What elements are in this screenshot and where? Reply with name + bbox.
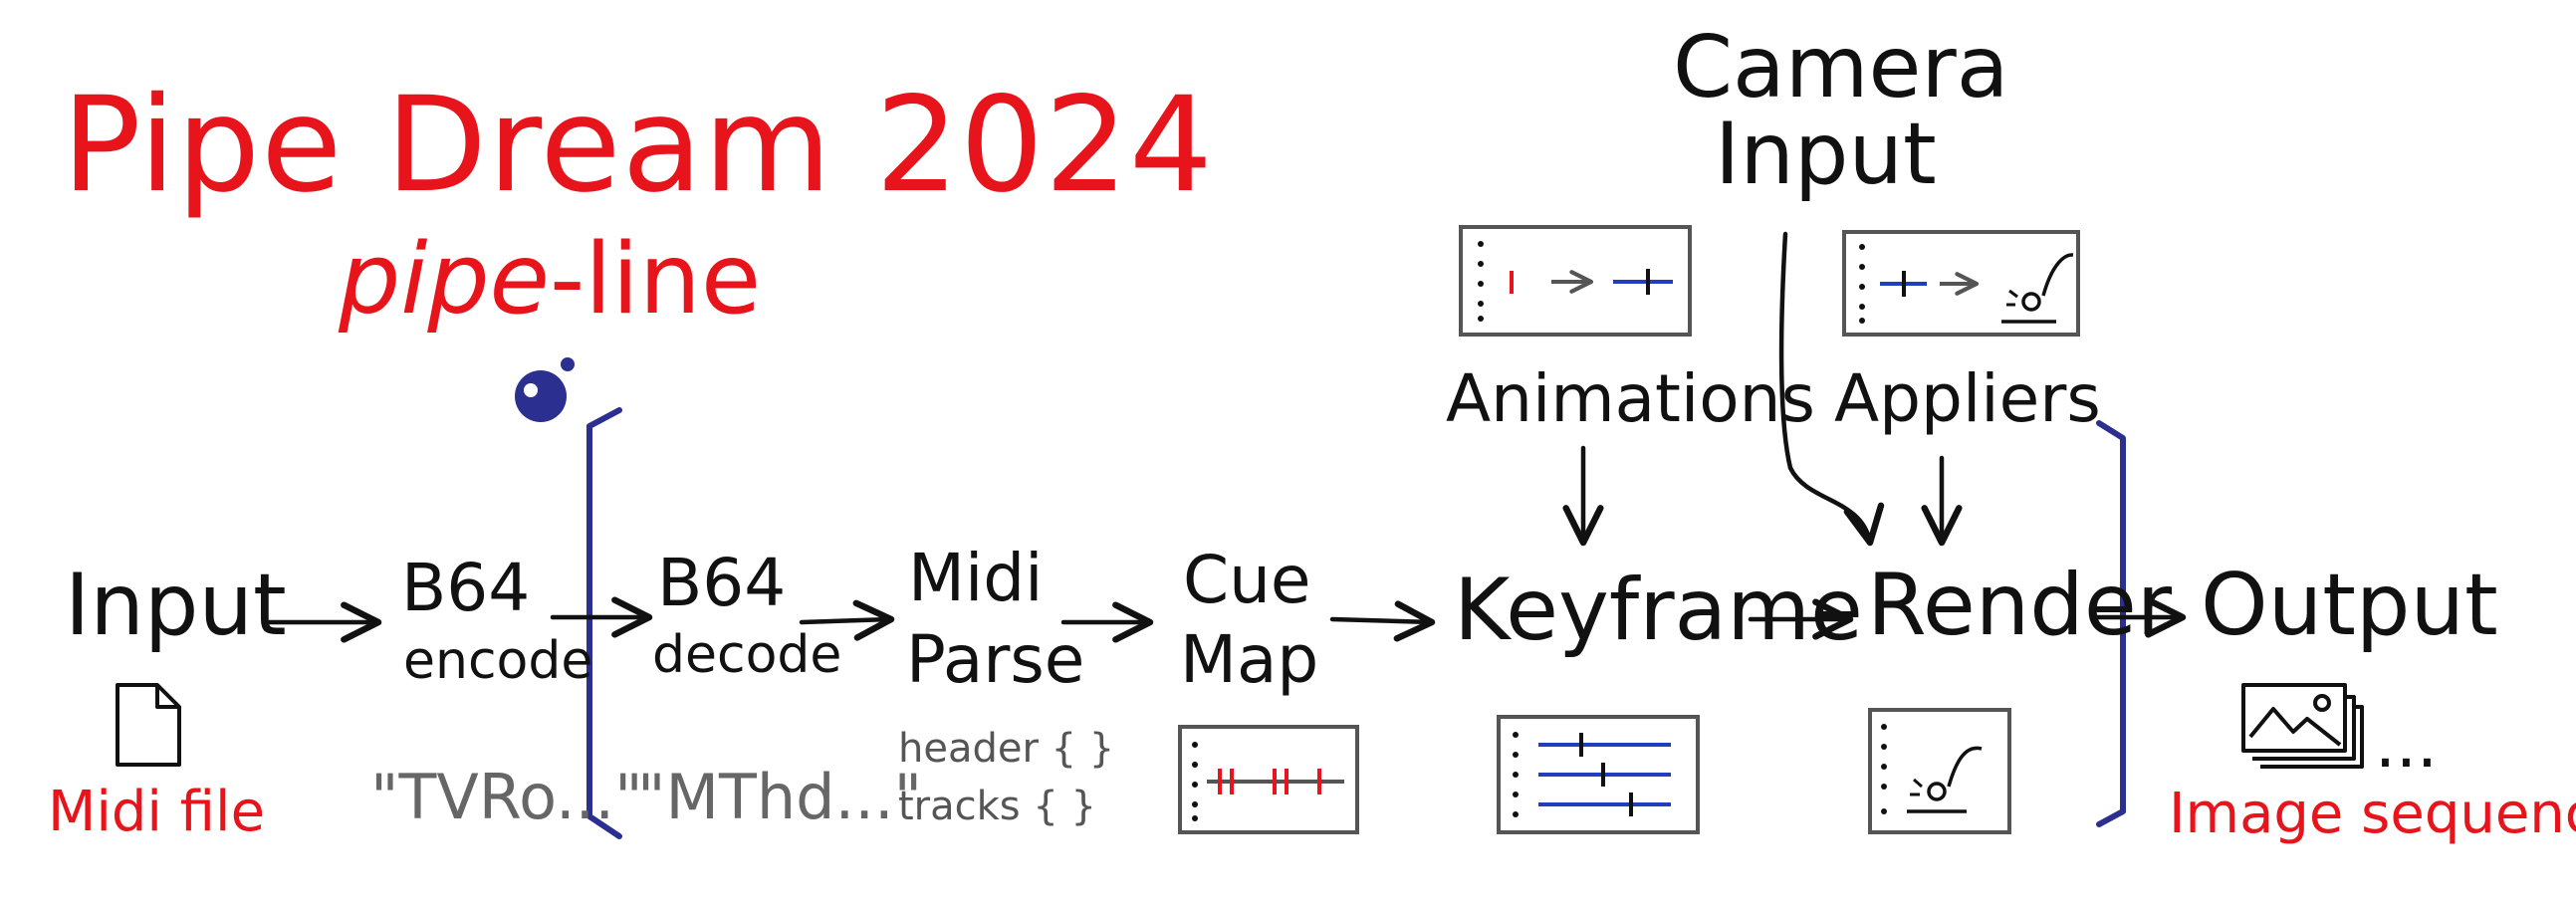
right-bracket (2096, 420, 2126, 827)
camera-label-line1: Camera (1673, 18, 2009, 117)
stage-b64-decode-top: B64 (657, 545, 787, 621)
cue-map-box (1178, 725, 1359, 834)
tvro-label: "TVRo..." (370, 761, 643, 833)
stage-keyframe: Keyframe (1454, 561, 1863, 660)
stage-cue-map-top: Cue (1183, 542, 1311, 618)
arrow-camera-to-render (1778, 231, 1885, 547)
arrow-decode-to-parse (799, 599, 895, 641)
image-stack-icon (2241, 683, 2364, 769)
arrow-cuemap-to-keyframe (1329, 600, 1436, 642)
stage-midi-parse-top: Midi (908, 540, 1044, 616)
file-icon (116, 683, 181, 767)
left-bracket (586, 407, 622, 839)
subtitle-part1: pipe (339, 223, 550, 337)
header-label: header { } (898, 726, 1115, 772)
appliers-label: Appliers (1834, 360, 2101, 437)
animations-label: Animations (1446, 360, 1815, 437)
stage-input: Input (65, 556, 287, 655)
midi-file-label: Midi file (48, 780, 266, 844)
animations-box (1459, 225, 1692, 337)
stage-cue-map-bottom: Map (1180, 621, 1319, 698)
render-box (1868, 708, 2011, 834)
stage-b64-decode-bottom: decode (652, 625, 842, 685)
subtitle-part2: -line (549, 223, 762, 337)
keyframe-box (1497, 715, 1700, 834)
stage-output: Output (2201, 556, 2498, 655)
stage-b64-encode-top: B64 (401, 550, 531, 626)
image-sequence-label: Image sequence (2169, 782, 2576, 846)
ellipsis-label: ... (2375, 706, 2438, 783)
stage-render: Render (1867, 556, 2173, 655)
page-title: Pipe Dream 2024 (62, 69, 1214, 222)
stage-midi-parse-bottom: Parse (906, 621, 1085, 698)
subtitle: pipe-line (339, 231, 761, 329)
mthd-label: "MThd..." (637, 761, 923, 833)
tracks-label: tracks { } (898, 784, 1096, 829)
camera-label-line2: Input (1715, 105, 1937, 204)
appliers-box (1842, 230, 2080, 337)
stage-b64-encode-bottom: encode (403, 631, 593, 691)
blue-dot-icon (515, 357, 575, 422)
